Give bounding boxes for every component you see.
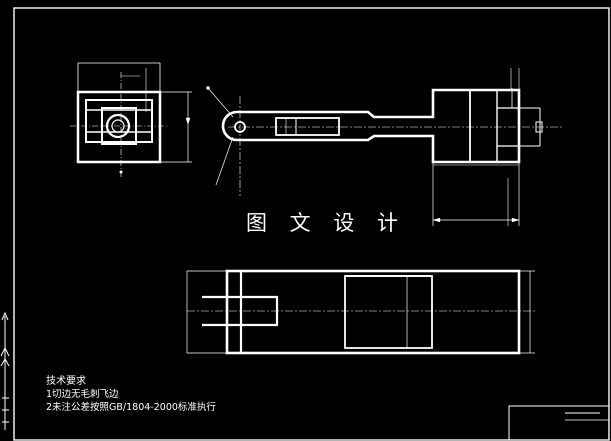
end-view [70,62,192,178]
drawing-frame [13,7,610,441]
watermark-text: 图 文 设 计 [246,211,406,235]
notes-item-1: 1切边无毛刺飞边 [46,388,119,400]
notes-title: 技术要求 [46,374,86,387]
left-margin-marks [0,311,10,430]
technical-notes: 技术要求 1切边无毛刺飞边 2未注公差按照GB/1804-2000标准执行 [46,374,216,413]
plan-view [186,269,536,355]
side-view [206,68,562,226]
notes-item-2: 2未注公差按照GB/1804-2000标准执行 [46,401,216,413]
